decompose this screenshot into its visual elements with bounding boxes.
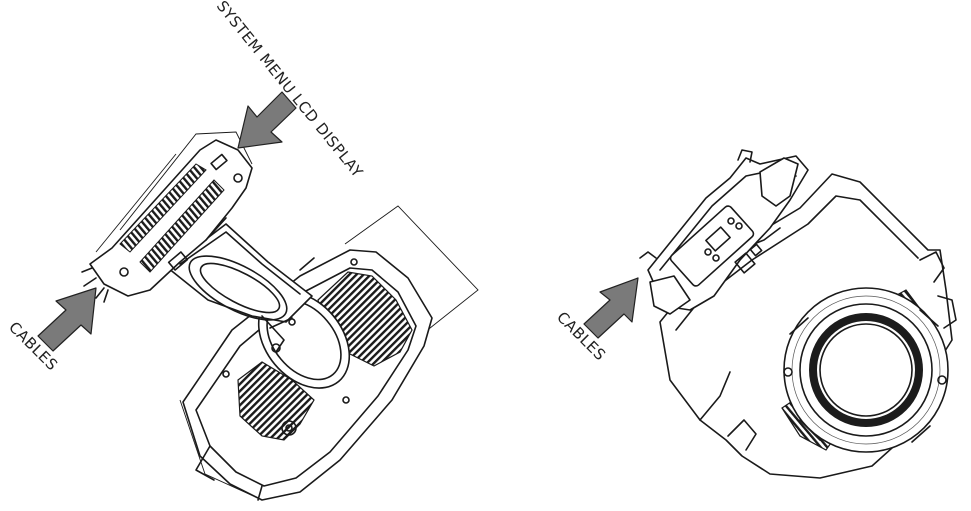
left-fixture-drawing (81, 131, 479, 501)
right-lens (783, 287, 949, 453)
right-fixture-drawing (639, 149, 957, 479)
right-fixture-base (639, 149, 809, 315)
left-fixture-base (81, 131, 253, 303)
left-yoke (167, 223, 313, 353)
lcd-display-panel (669, 205, 755, 287)
cables-arrow-left (37, 287, 97, 352)
left-knob-1 (281, 420, 297, 436)
lcd-arrow (237, 91, 297, 149)
cables-arrow-right (583, 277, 639, 339)
left-heatsink-bottom (237, 361, 315, 441)
right-lens-dark-ring (809, 313, 923, 427)
